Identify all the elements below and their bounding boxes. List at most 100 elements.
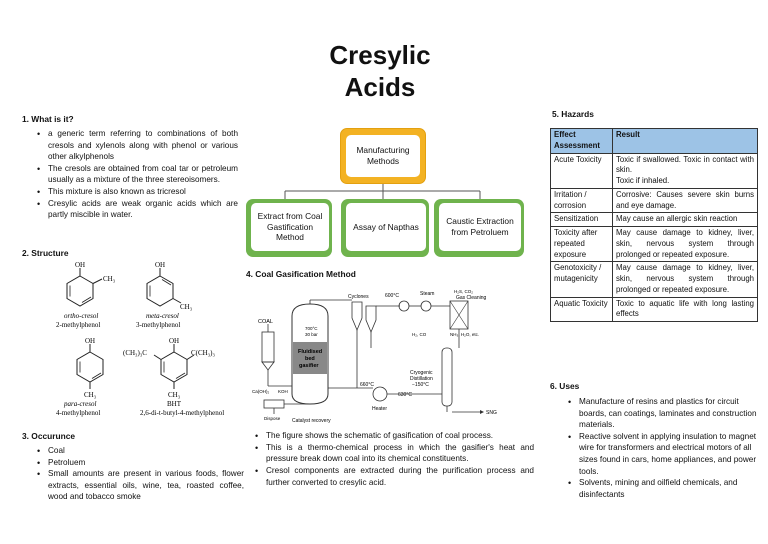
tbu-right-label: C(CH₃)₃ xyxy=(191,349,215,357)
list-item: Cresylic acids are weak organic acids wh… xyxy=(35,198,238,221)
gasifier-label-2: bed xyxy=(305,356,315,362)
result-cell: May cause an allergic skin reaction xyxy=(612,212,758,227)
para-name-2: 4-methylphenol xyxy=(56,409,100,417)
gasifier-label-1: Fluidised xyxy=(298,349,322,355)
structure-drawings: OH CH₃ ortho-cresol 2-methylphenol OH CH… xyxy=(56,261,224,417)
temp-600: 600°C xyxy=(385,293,399,299)
coal-gasification-diagram: COAL 700°C 30 bar Fluidised bed gasifier… xyxy=(252,289,497,424)
title-line-2: Acids xyxy=(344,71,416,102)
table-row: Sensitization May cause an allergic skin… xyxy=(550,212,758,227)
flow-child-box: Caustic Extraction from Petroluem xyxy=(434,199,524,257)
list-item: The figure shows the schematic of gasifi… xyxy=(253,430,534,442)
nh3-label: NH₃, H₂O, etc. xyxy=(450,332,479,337)
cyclones-label: Cyclones xyxy=(348,294,369,300)
list-item: Solvents, mining and oilfield chemicals,… xyxy=(566,477,758,500)
table-header-row: Effect Assessment Result xyxy=(550,128,758,154)
section-heading: 2. Structure xyxy=(22,248,69,258)
list-item: Manufacture of resins and plastics for c… xyxy=(566,396,758,431)
section-heading: 1. What is it? xyxy=(22,114,74,124)
section-coal-gasification-heading: 4. Coal Gasification Method xyxy=(246,269,356,281)
ortho-name-2: 2-methylphenol xyxy=(56,321,100,329)
ortho-cresol-structure: OH CH₃ ortho-cresol 2-methylphenol xyxy=(56,261,116,329)
result-cell: Toxic if swallowed. Toxic in contact wit… xyxy=(612,152,758,189)
reactor-pressure: 30 bar xyxy=(305,332,318,337)
gas-h2s-co2: H₂S, CO₂ xyxy=(454,289,473,294)
list-item: Small amounts are present in various foo… xyxy=(35,468,244,503)
result-cell: Corrosive: Causes severe skin burns and … xyxy=(612,187,758,214)
temp-660: 660°C xyxy=(360,382,374,388)
oh-label: OH xyxy=(75,261,85,269)
section-uses: 6. Uses Manufacture of resins and plasti… xyxy=(550,381,758,501)
list-item: a generic term referring to combinations… xyxy=(35,128,238,163)
section-heading: 4. Coal Gasification Method xyxy=(246,269,356,279)
what-is-it-list: a generic term referring to combinations… xyxy=(35,128,238,221)
h2-co-label: H₂, CO xyxy=(412,332,427,337)
column-header-effect: Effect Assessment xyxy=(550,128,613,154)
reactor-temp: 700°C xyxy=(305,326,318,331)
list-item: This is a thermo-chemical process in whi… xyxy=(253,442,534,465)
ch3-label: CH₃ xyxy=(103,275,116,283)
table-row: Genotoxicity / mutagenicity May cause da… xyxy=(550,261,758,298)
oh-label: OH xyxy=(169,337,179,345)
cryogenic-label-2: Distillation xyxy=(410,376,433,382)
list-item: This mixture is also known as tricresol xyxy=(35,186,238,198)
list-item: Petroluem xyxy=(35,457,244,469)
para-cresol-structure: OH CH₃ para-cresol 4-methylphenol xyxy=(56,337,104,417)
effect-cell: Toxicity after repeated exposure xyxy=(550,225,613,263)
result-cell: Toxic to aquatic life with long lasting … xyxy=(612,296,758,322)
section-coal-gasification-notes: The figure shows the schematic of gasifi… xyxy=(252,430,534,488)
dispose-label: Dispose xyxy=(264,416,281,421)
section-occurence: 3. Occurunce Coal Petroluem Small amount… xyxy=(22,431,244,503)
heater-label: Heater xyxy=(372,406,387,412)
occurence-list: Coal Petroluem Small amounts are present… xyxy=(35,445,244,503)
caoh2-label: Ca(OH)₂ xyxy=(252,389,269,394)
flow-child-label: Caustic Extraction from Petroluem xyxy=(446,216,514,237)
flow-connectors xyxy=(284,184,481,199)
section-hazards-heading: 5. Hazards xyxy=(552,109,594,121)
uses-list: Manufacture of resins and plastics for c… xyxy=(566,396,758,501)
table-row: Acute Toxicity Toxic if swallowed. Toxic… xyxy=(550,152,758,189)
table-row: Toxicity after repeated exposure May cau… xyxy=(550,225,758,263)
ortho-name: ortho-cresol xyxy=(64,312,98,320)
steam-label: Steam xyxy=(420,291,434,297)
flow-top-label: Manufacturing Methods xyxy=(356,145,410,166)
temp-630: 630°C xyxy=(398,392,412,398)
para-name: para-cresol xyxy=(63,400,96,408)
hazards-table: Effect Assessment Result Acute Toxicity … xyxy=(550,128,758,322)
gasifier-label-3: gasifier xyxy=(299,363,319,369)
result-cell: May cause damage to kidney, liver, skin,… xyxy=(612,261,758,298)
coal-label: COAL xyxy=(258,319,273,325)
section-structure-heading: 2. Structure xyxy=(22,248,69,260)
flow-child-label: Assay of Napthas xyxy=(353,221,419,232)
column-header-result: Result xyxy=(612,128,758,154)
table-row: Aquatic Toxicity Toxic to aquatic life w… xyxy=(550,296,758,322)
flow-top-box: Manufacturing Methods xyxy=(340,128,426,184)
result-cell: May cause damage to kidney, liver, skin,… xyxy=(612,225,758,263)
ch3-label: CH₃ xyxy=(180,303,193,311)
koh-label: KOH xyxy=(278,389,288,394)
tbu-left-label: (CH₃)₃C xyxy=(123,349,147,357)
section-what-is-it: 1. What is it? a generic term referring … xyxy=(22,114,238,221)
effect-cell: Acute Toxicity xyxy=(550,152,613,189)
oh-label: OH xyxy=(155,261,165,269)
catalyst-recovery-label: Catalyst recovery xyxy=(292,418,331,424)
cryogenic-label-1: Cryogenic xyxy=(410,370,433,376)
bht-structure: OH (CH₃)₃C C(CH₃)₃ CH₃ BHT 2,6-di-t-buty… xyxy=(123,337,224,417)
section-heading: 3. Occurunce xyxy=(22,431,76,441)
effect-cell: Irritation / corrosion xyxy=(550,187,613,214)
list-item: Coal xyxy=(35,445,244,457)
meta-name: meta-cresol xyxy=(146,312,179,320)
effect-cell: Aquatic Toxicity xyxy=(550,296,613,322)
bht-name: BHT xyxy=(167,400,182,408)
result-text: Toxic if swallowed. Toxic in contact wit… xyxy=(616,154,754,175)
flow-child-box: Assay of Napthas xyxy=(341,199,429,257)
ch3-label: CH₃ xyxy=(168,391,181,399)
gasification-list: The figure shows the schematic of gasifi… xyxy=(253,430,534,488)
result-text-2: Toxic if inhaled. xyxy=(616,176,670,185)
gas-cleaning-label: Gas Cleaning xyxy=(456,295,487,301)
meta-name-2: 3-methylphenol xyxy=(136,321,180,329)
table-row: Irritation / corrosion Corrosive: Causes… xyxy=(550,187,758,214)
bht-name-2: 2,6-di-t-butyl-4-methylphenol xyxy=(140,409,224,417)
meta-cresol-structure: OH CH₃ meta-cresol 3-methylphenol xyxy=(136,261,193,329)
list-item: Cresol components are extracted during t… xyxy=(253,465,534,488)
